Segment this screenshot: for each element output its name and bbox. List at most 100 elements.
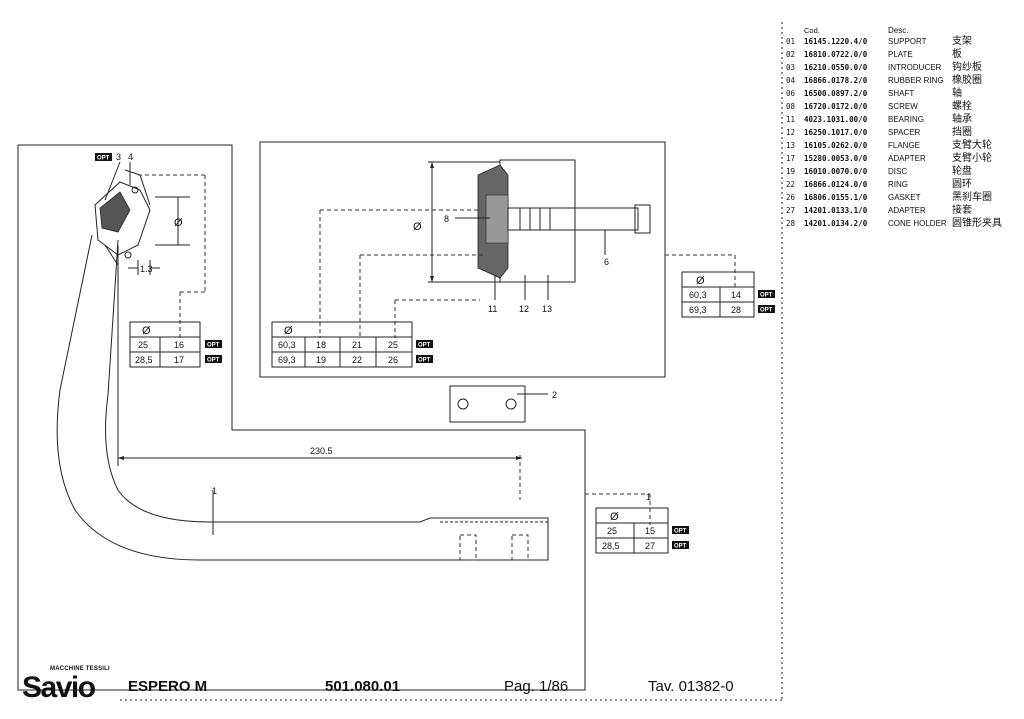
part-description-cn: 支臂大轮 <box>952 140 992 151</box>
page-number: Pag. 1/86 <box>504 678 569 695</box>
part-position: 22 <box>786 180 796 189</box>
part-description: CONE HOLDER <box>888 219 947 228</box>
part-description-cn: 板 <box>952 49 962 60</box>
part-description: RUBBER RING <box>888 76 944 85</box>
flange-assembly <box>319 159 736 338</box>
part-code: 16500.0897.2/0 <box>804 89 868 98</box>
part-position: 02 <box>786 50 796 59</box>
part-code: 16010.0070.0/0 <box>804 167 868 176</box>
part-description: SUPPORT <box>888 37 927 46</box>
model-name: ESPERO M <box>128 678 208 695</box>
parts-list-row: 17 15280.0053.0/0 ADAPTER 支臂小轮 <box>786 152 1022 165</box>
part-description-cn: 圆锥形夹具 <box>952 218 1002 229</box>
part-description: SCREW <box>888 102 918 111</box>
detail-view-frame <box>259 141 666 378</box>
table-bottom: Ø 25 15 28,5 27 OPT OPT <box>595 507 689 554</box>
table-center: Ø 60,3 18 21 25 69,3 19 22 26 OPT OPT <box>271 321 433 368</box>
part-position: 26 <box>786 193 796 202</box>
part-position: 11 <box>786 115 796 124</box>
callout-13: 13 <box>542 304 552 314</box>
logo-wordmark: Savio <box>22 671 96 704</box>
parts-list-row: 22 16866.0124.0/0 RING 圆环 <box>786 178 1022 191</box>
svg-text:26: 26 <box>388 355 398 365</box>
part-description: INTRODUCER <box>888 63 942 72</box>
introducer-head <box>94 161 206 338</box>
part-position: 04 <box>786 76 796 85</box>
part-code: 16720.0172.0/0 <box>804 102 868 111</box>
part-description: RING <box>888 180 908 189</box>
part-description: SHAFT <box>888 89 915 98</box>
logo-tagline: MACCHINE TESSILI <box>50 666 110 672</box>
svg-text:OPT: OPT <box>674 529 687 535</box>
header-desc: Desc. <box>888 26 909 35</box>
callout-1b: 1 <box>646 492 651 502</box>
table-right: Ø 60,3 14 69,3 28 OPT OPT <box>681 271 775 318</box>
main-view-frame <box>17 144 586 691</box>
part-position: 01 <box>786 37 796 46</box>
part-code: 15280.0053.0/0 <box>804 154 868 163</box>
part-code: 14201.0134.2/0 <box>804 219 868 228</box>
svg-text:OPT: OPT <box>674 544 687 550</box>
part-code: 16810.0722.0/0 <box>804 50 868 59</box>
svg-text:27: 27 <box>645 541 655 551</box>
svg-text:OPT: OPT <box>418 343 431 349</box>
callout-1: 1 <box>212 486 217 496</box>
drawing-number: 501.080.01 <box>325 678 401 695</box>
part-description-cn: 接套 <box>952 205 972 216</box>
svg-text:OPT: OPT <box>760 293 773 299</box>
part-description: ADAPTER <box>888 154 926 163</box>
part-code: 16210.0550.0/0 <box>804 63 868 72</box>
part-code: 4023.1031.00/0 <box>804 115 868 124</box>
svg-text:OPT: OPT <box>207 358 220 364</box>
svg-text:17: 17 <box>174 355 184 365</box>
part-description-cn: 轮盘 <box>952 166 972 177</box>
parts-list-row: 27 14201.0133.1/0 ADAPTER 接套 <box>786 204 1022 217</box>
svg-text:60,3: 60,3 <box>689 290 707 300</box>
svg-text:Ø: Ø <box>142 325 151 337</box>
support-arm <box>56 234 549 561</box>
part-code: 16250.1017.0/0 <box>804 128 868 137</box>
part-code: 16105.0262.0/0 <box>804 141 868 150</box>
opt-badge-head: OPT <box>95 153 112 162</box>
svg-text:25: 25 <box>388 340 398 350</box>
svg-text:19: 19 <box>316 355 326 365</box>
svg-text:Ø: Ø <box>610 511 619 523</box>
svg-text:18: 18 <box>316 340 326 350</box>
part-description-cn: 轴承 <box>952 114 972 125</box>
svg-text:16: 16 <box>174 340 184 350</box>
part-description: SPACER <box>888 128 921 137</box>
part-description-cn: 支架 <box>952 36 972 47</box>
svg-text:OPT: OPT <box>207 343 220 349</box>
parts-list-header: Cod. Desc. <box>786 24 1022 35</box>
part-description: GASKET <box>888 193 921 202</box>
part-description-cn: 支臂小轮 <box>952 153 992 164</box>
part-code: 14201.0133.1/0 <box>804 206 868 215</box>
part-description-cn: 圆环 <box>952 179 972 190</box>
part-description-cn: 轴 <box>952 88 962 99</box>
svg-text:OPT: OPT <box>760 308 773 314</box>
part-code: 16866.0124.0/0 <box>804 180 868 189</box>
svg-text:OPT: OPT <box>418 358 431 364</box>
svg-text:OPT: OPT <box>97 156 110 162</box>
callout-4: 4 <box>128 152 133 162</box>
part-description: ADAPTER <box>888 206 926 215</box>
callout-3: 3 <box>116 152 121 162</box>
part-position: 08 <box>786 102 796 111</box>
dimension-230-5 <box>117 245 522 466</box>
part-description-cn: 挡圈 <box>952 127 972 138</box>
part-description: DISC <box>888 167 908 176</box>
table-small-left: Ø 25 16 28,5 17 OPT OPT <box>129 321 222 368</box>
part-position: 17 <box>786 154 796 163</box>
parts-list-row: 12 16250.1017.0/0 SPACER 挡圈 <box>786 126 1022 139</box>
part-position: 12 <box>786 128 796 137</box>
part-position: 27 <box>786 206 796 215</box>
callout-6: 6 <box>604 257 609 267</box>
